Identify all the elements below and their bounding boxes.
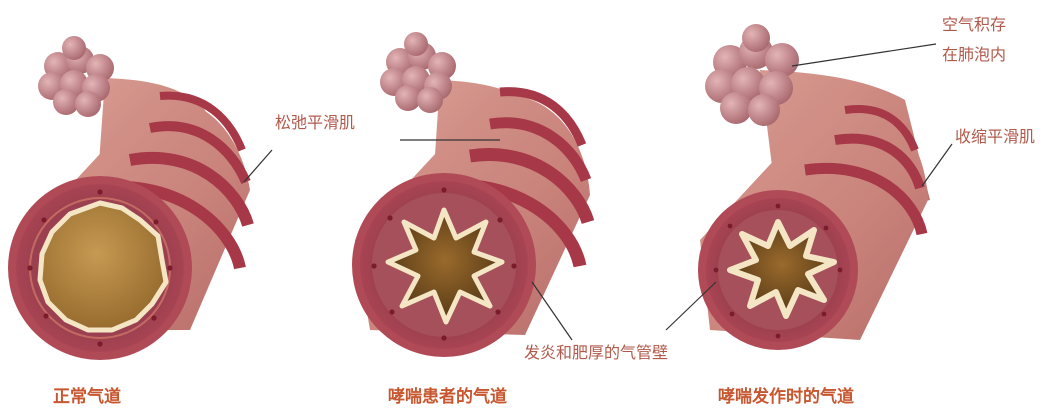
label-relaxed-muscle: 松弛平滑肌 [275, 112, 355, 134]
label-trapped-air-line2: 在肺泡内 [942, 44, 1006, 66]
label-contracted-muscle: 收缩平滑肌 [955, 126, 1035, 148]
caption-normal-airway: 正常气道 [53, 382, 121, 407]
label-trapped-air-line1: 空气积存 [942, 14, 1006, 36]
label-inflamed-wall: 发炎和肥厚的气管壁 [524, 342, 668, 364]
caption-asthma-airway: 哮喘患者的气道 [388, 382, 507, 407]
leader-contracted-muscle [922, 144, 952, 186]
normal-airway [8, 36, 250, 360]
asthmatic-airway [352, 32, 590, 357]
alveoli-cluster [38, 36, 114, 117]
leader-trapped-air [792, 44, 936, 66]
leader-wall-asthma [532, 282, 572, 340]
attack-airway [698, 24, 930, 350]
leader-relaxed-muscle-left [244, 150, 272, 182]
caption-attack-airway: 哮喘发作时的气道 [718, 382, 854, 407]
